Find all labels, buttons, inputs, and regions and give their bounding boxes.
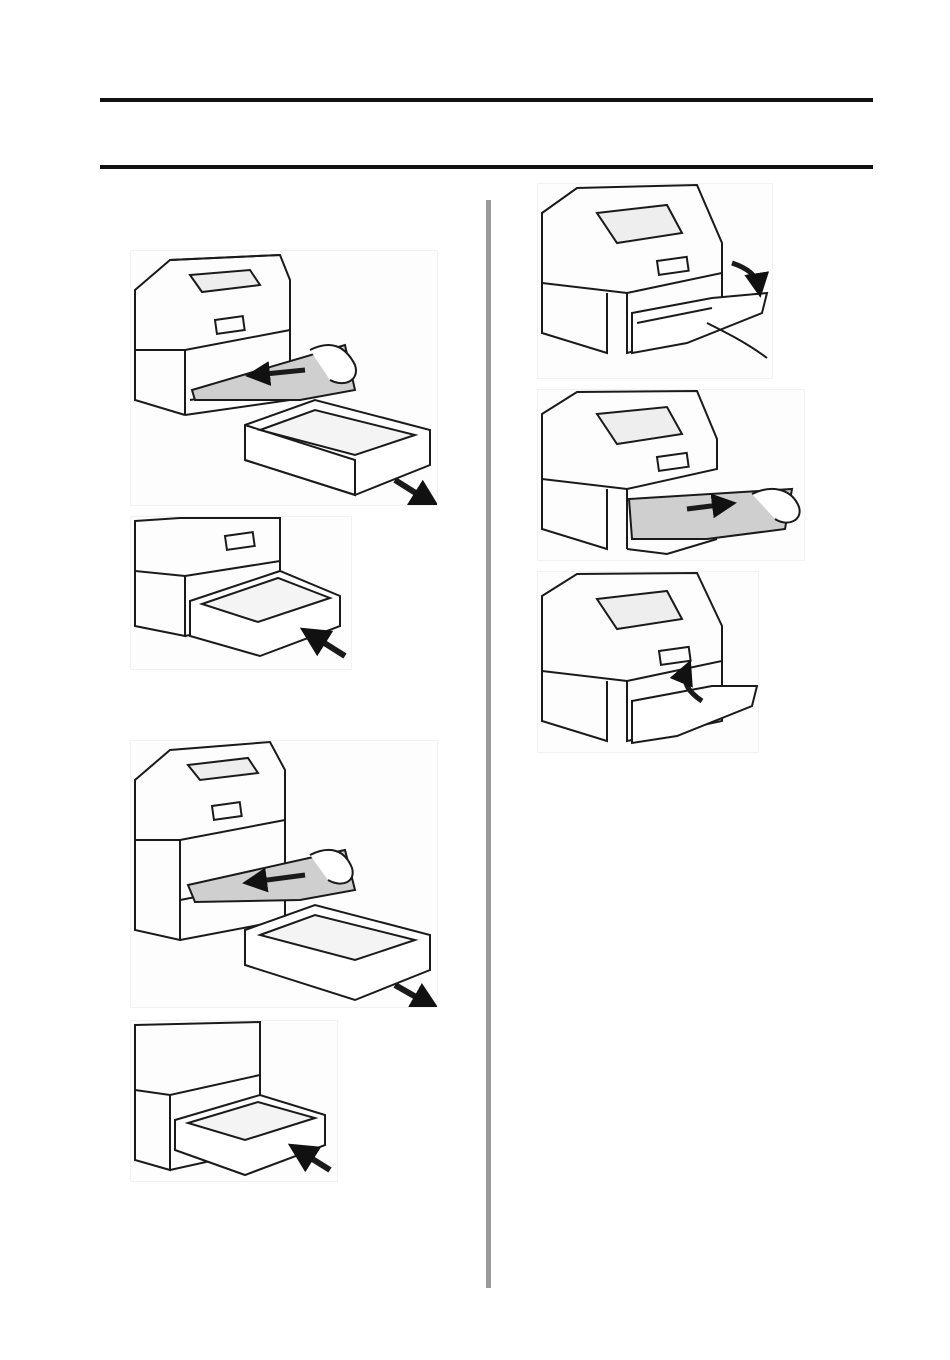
figure-tray2-insert bbox=[130, 1020, 338, 1182]
printer-cover-close-icon bbox=[537, 571, 759, 753]
header-rule-bottom bbox=[100, 165, 873, 169]
figure-tray2-remove-jam bbox=[130, 740, 438, 1008]
figure-front-cover-close bbox=[537, 571, 759, 753]
printer-tray-insert-icon bbox=[130, 516, 352, 670]
figure-tray1-remove-jam bbox=[130, 250, 438, 506]
figure-front-cover-open bbox=[537, 183, 773, 379]
printer-paper-removal-icon bbox=[130, 250, 438, 506]
header-rule-top bbox=[100, 98, 873, 102]
figure-tray1-insert bbox=[130, 516, 352, 670]
printer-tray-insert-icon bbox=[130, 1020, 338, 1182]
column-divider bbox=[486, 200, 491, 1288]
figure-front-remove-jam bbox=[537, 389, 805, 561]
printer-cover-open-icon bbox=[537, 183, 773, 379]
printer-paper-removal-icon bbox=[537, 389, 805, 561]
printer-paper-removal-icon bbox=[130, 740, 438, 1008]
